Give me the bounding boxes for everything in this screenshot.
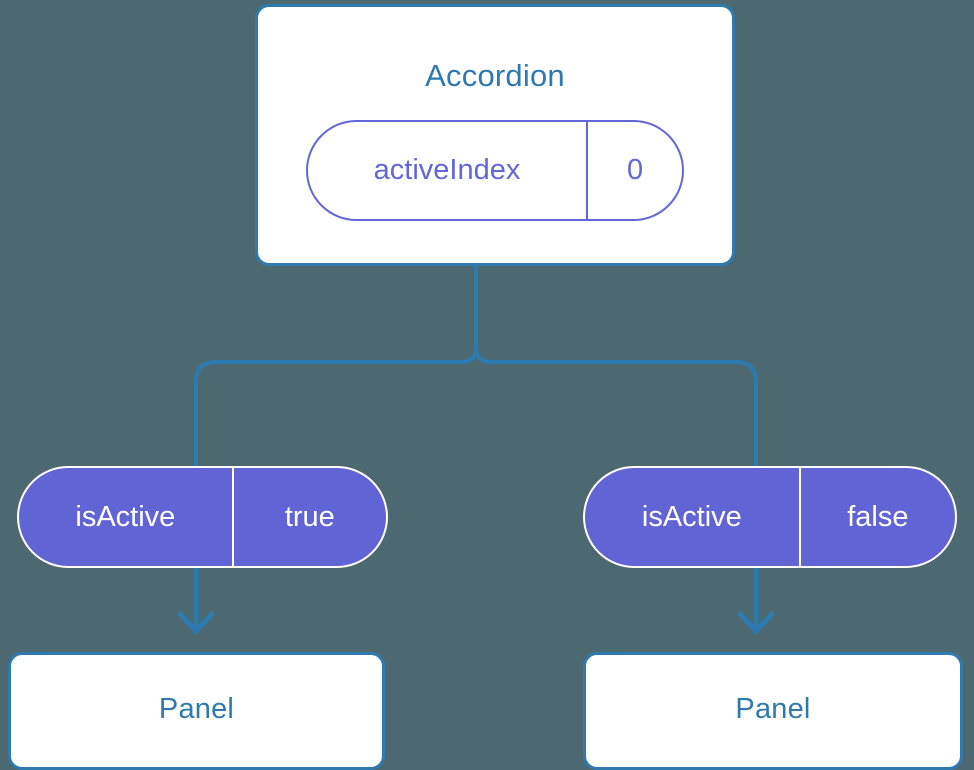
- prop-pill-active-index-key: activeIndex: [308, 122, 589, 219]
- prop-pill-is-active-right-value: false: [847, 500, 909, 533]
- connector-branch-right: [489, 360, 758, 468]
- connector-root-stem-right: [474, 345, 493, 364]
- connector-root-stem: [459, 263, 478, 364]
- prop-pill-is-active-right: isActive false: [583, 466, 957, 568]
- arrow-head-right-icon: [737, 611, 775, 634]
- accordion-title: Accordion: [425, 58, 565, 93]
- prop-pill-active-index-value: 0: [626, 154, 644, 186]
- panel-node-card-left: Panel: [8, 652, 385, 770]
- prop-pill-is-active-right-key: isActive: [585, 468, 801, 566]
- prop-pill-is-active-left-value: true: [284, 500, 335, 533]
- prop-pill-is-active-left-key: isActive: [19, 468, 234, 566]
- prop-pill-is-active-left: isActive true: [17, 466, 388, 568]
- arrow-head-left-icon: [177, 611, 215, 634]
- accordion-node-card: Accordion activeIndex 0: [255, 4, 735, 266]
- prop-pill-active-index: activeIndex 0: [306, 120, 684, 221]
- panel-node-card-right: Panel: [583, 652, 963, 770]
- connector-branch-left: [194, 360, 463, 468]
- panel-title-right: Panel: [735, 693, 811, 725]
- panel-title-left: Panel: [158, 693, 235, 725]
